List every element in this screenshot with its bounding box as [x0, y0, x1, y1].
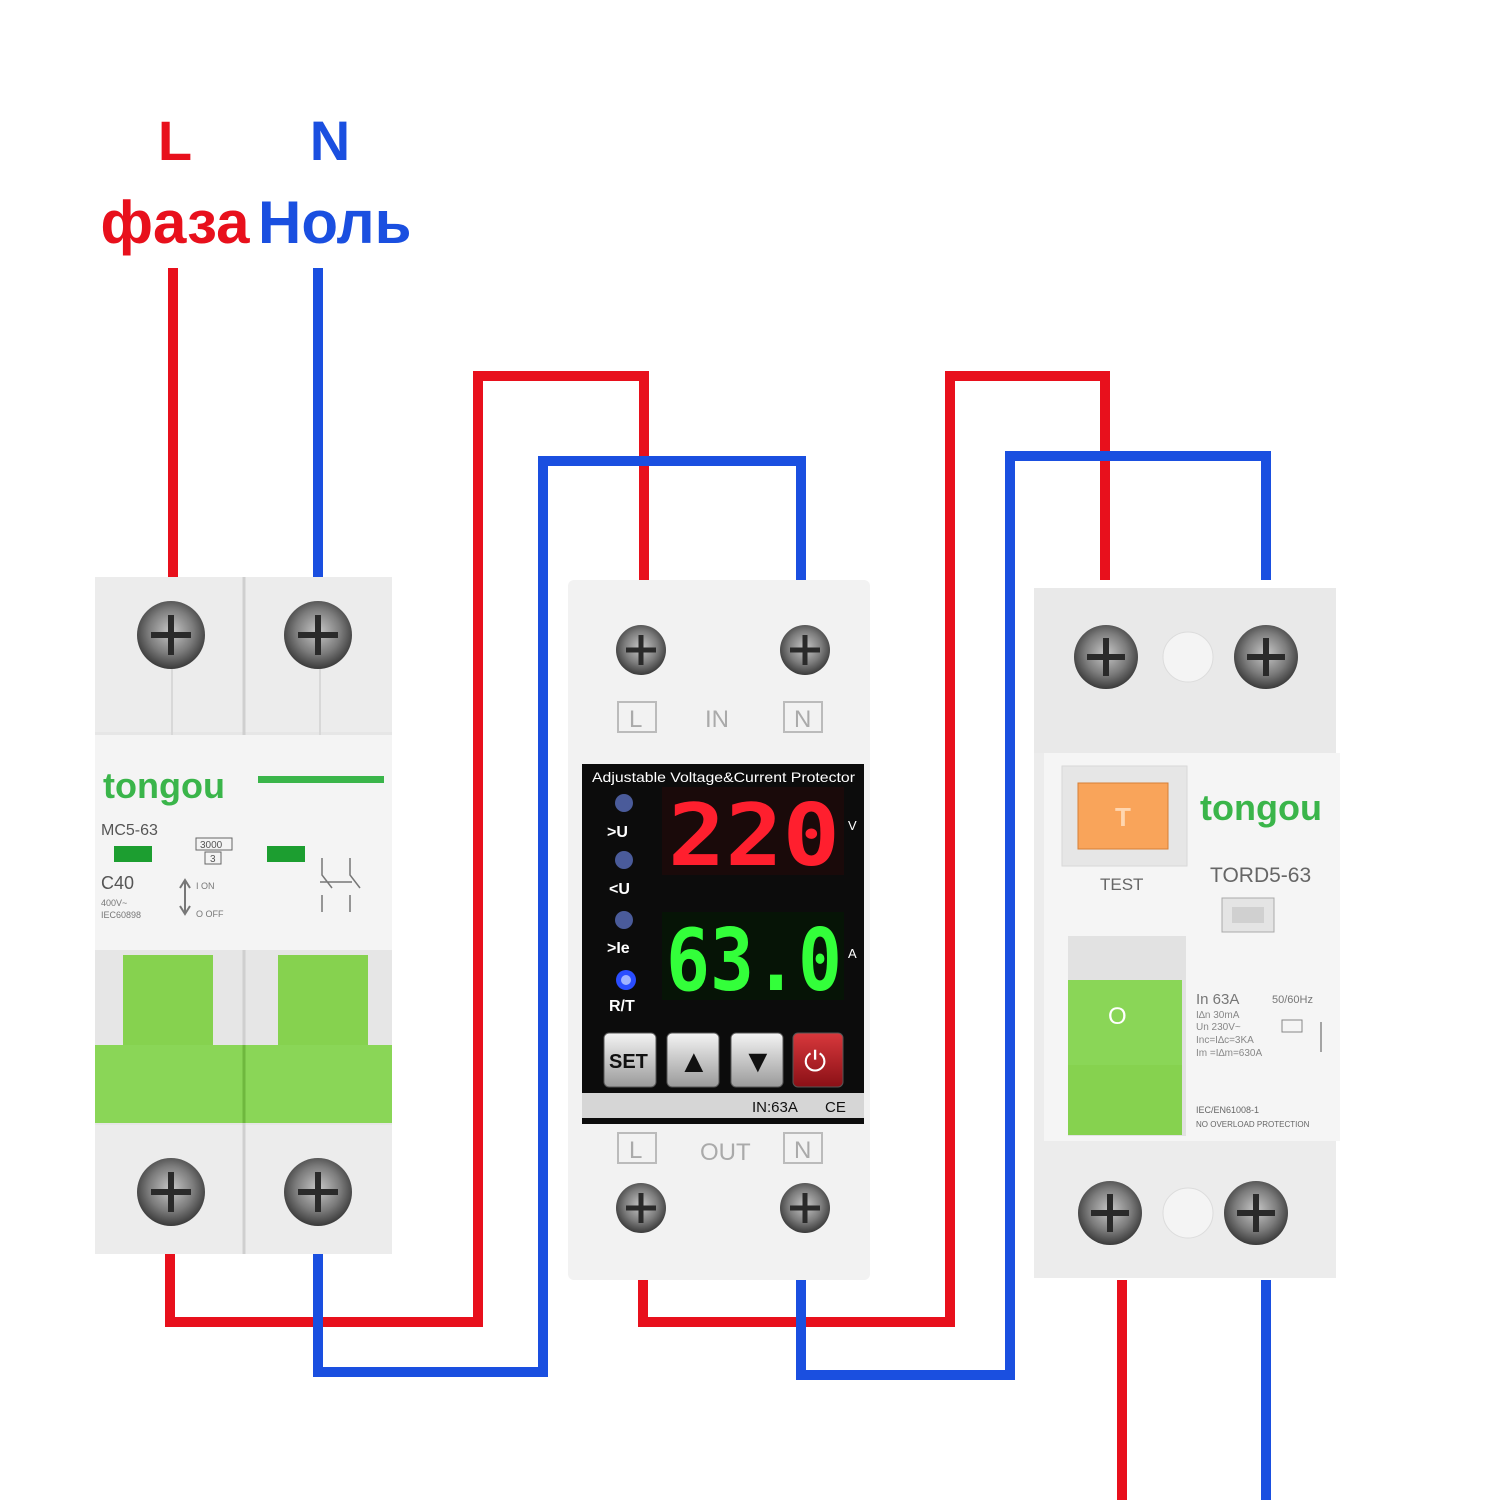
power-button[interactable] — [792, 1032, 844, 1088]
down-button[interactable] — [730, 1032, 784, 1088]
rcd-brand: tongou — [1200, 787, 1322, 828]
screw-icon — [137, 1158, 205, 1226]
test-button[interactable] — [1077, 782, 1169, 850]
neutral-wires — [313, 268, 1271, 1500]
down-arrow-icon: ▼ — [742, 1043, 774, 1079]
neutral-wire-breaker-to-protector — [313, 456, 806, 1377]
current-display — [662, 912, 844, 1000]
breaker-standard: IEC60898 — [101, 910, 141, 920]
voltage-current-protector: L IN N L OUT N Adjustable Voltage&Curren… — [568, 580, 870, 1280]
indicator-rt: R/T — [609, 998, 635, 1015]
rcd-lever-handle[interactable] — [1068, 1065, 1182, 1135]
on-off-arrow-icon — [179, 878, 191, 916]
status-window-icon — [114, 846, 152, 862]
screw-icon — [1224, 1181, 1288, 1245]
phase-wires — [165, 268, 1127, 1500]
breaker-on-label: I ON — [196, 881, 215, 891]
protector-title: Adjustable Voltage&Current Protector — [592, 769, 855, 785]
voltage-reading: 220 — [668, 786, 840, 886]
screw-icon — [616, 1183, 666, 1233]
breaker-capacity: 3000 — [200, 840, 223, 851]
neutral-word: Ноль — [258, 189, 412, 256]
under-voltage-indicator-icon — [615, 851, 633, 869]
phase-wire-breaker-to-protector — [165, 371, 649, 1327]
test-button-label: T — [1115, 802, 1131, 832]
breaker-label-panel — [95, 735, 392, 950]
circuit-breaker: tongou MC5-63 3000 3 C40 400V~ IEC60898 … — [95, 577, 392, 1254]
voltage-display — [662, 787, 844, 875]
breaker-model: MC5-63 — [101, 822, 158, 839]
rcd-spec-line3: Inc=I∆c=3KA — [1196, 1035, 1254, 1046]
residual-current-device: T TEST tongou TORD5-63 O In 63A 50/60Hz … — [1034, 588, 1340, 1278]
breaker-green-stripe — [258, 776, 384, 783]
rcd-rating: In 63A — [1196, 991, 1239, 1008]
breaker-off-label: O OFF — [196, 909, 224, 919]
power-icon: ⏻ — [804, 1046, 826, 1077]
screw-icon — [1074, 625, 1138, 689]
rcd-note: NO OVERLOAD PROTECTION — [1196, 1120, 1310, 1129]
screw-icon — [1078, 1181, 1142, 1245]
rcd-frequency: 50/60Hz — [1272, 994, 1313, 1006]
ac-type-symbol-icon — [1281, 1019, 1303, 1033]
input-terminal-l: L — [629, 706, 642, 733]
screw-icon — [137, 601, 205, 669]
indicator-over-voltage: >U — [607, 824, 628, 841]
indicator-over-current: >Ie — [607, 940, 630, 957]
neutral-wire-protector-to-rcd — [796, 451, 1271, 1380]
rcd-model: TORD5-63 — [1210, 864, 1311, 887]
output-terminal-n: N — [794, 1137, 811, 1164]
breaker-symbol-icon — [320, 858, 361, 912]
rcd-spec-line4: Im =I∆m=630A — [1196, 1048, 1262, 1059]
screw-icon — [780, 1183, 830, 1233]
breaker-voltage: 400V~ — [101, 898, 127, 908]
breaker-lever-pole2[interactable] — [278, 955, 368, 1045]
set-button-label: SET — [609, 1051, 648, 1073]
test-label: TEST — [1100, 875, 1143, 894]
indicator-under-voltage: <U — [609, 881, 630, 898]
breaker-class: 3 — [210, 854, 216, 865]
screw-icon — [1234, 625, 1298, 689]
up-button[interactable] — [666, 1032, 720, 1088]
output-terminal-l: L — [629, 1137, 642, 1164]
screw-icon — [284, 1158, 352, 1226]
input-label: IN — [705, 706, 729, 733]
rcd-lever-mark: O — [1108, 1003, 1127, 1030]
phase-word: фаза — [100, 189, 250, 256]
rcd-spec-line2: Un 230V~ — [1196, 1022, 1241, 1033]
rcd-spec-line1: I∆n 30mA — [1196, 1010, 1240, 1021]
phase-letter: L — [157, 109, 193, 172]
set-button[interactable] — [603, 1032, 657, 1088]
screw-icon — [284, 601, 352, 669]
ce-mark: CE — [825, 1099, 846, 1116]
breaker-brand: tongou — [103, 765, 225, 806]
over-current-indicator-icon — [615, 911, 633, 929]
current-reading: 63.0 — [666, 911, 842, 1011]
over-voltage-indicator-icon — [615, 794, 633, 812]
rcd-hole-icon — [1162, 631, 1214, 683]
up-arrow-icon: ▲ — [678, 1043, 710, 1079]
voltage-unit: V — [848, 818, 857, 833]
rcd-hole-icon — [1162, 1187, 1214, 1239]
output-label: OUT — [700, 1139, 751, 1166]
input-terminal-n: N — [794, 706, 811, 733]
current-unit: A — [848, 946, 857, 961]
status-window-icon — [267, 846, 305, 862]
screw-icon — [780, 625, 830, 675]
protector-rating: IN:63A — [752, 1099, 798, 1116]
phase-wire-protector-to-rcd — [638, 371, 1110, 1327]
breaker-rating: C40 — [101, 873, 134, 893]
rcd-standard: IEC/EN61008-1 — [1196, 1105, 1259, 1115]
rcd-lever[interactable] — [1068, 980, 1182, 1065]
screw-icon — [616, 625, 666, 675]
neutral-letter: N — [309, 109, 351, 172]
rating-strip — [582, 1093, 864, 1118]
breaker-lever-pole1[interactable] — [123, 955, 213, 1045]
